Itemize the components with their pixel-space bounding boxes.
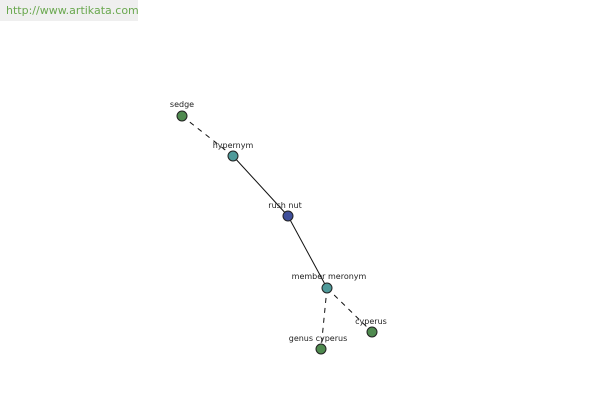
edge-member-meronym-genus-cyperus [320, 287, 328, 350]
node-member-meronym[interactable] [321, 282, 333, 294]
source-url-banner[interactable]: http://www.artikata.com [0, 0, 139, 21]
label-hypernym: hypernym [213, 141, 254, 150]
node-genus-cyperus[interactable] [315, 343, 327, 355]
edge-member-meronym-cyperus [326, 287, 373, 333]
edge-rush-nut-member-meronym [287, 215, 328, 289]
edge-hypernym-rush-nut [232, 155, 289, 217]
label-rush-nut: rush nut [268, 201, 301, 210]
label-member-meronym: member meronym [292, 272, 367, 281]
edge-sedge-hypernym [181, 115, 234, 157]
label-sedge: sedge [170, 100, 194, 109]
node-rush-nut[interactable] [282, 210, 294, 222]
node-cyperus[interactable] [366, 326, 378, 338]
node-hypernym[interactable] [227, 150, 239, 162]
label-genus-cyperus: genus cyperus [289, 334, 348, 343]
node-sedge[interactable] [176, 110, 188, 122]
label-cyperus: cyperus [355, 317, 387, 326]
